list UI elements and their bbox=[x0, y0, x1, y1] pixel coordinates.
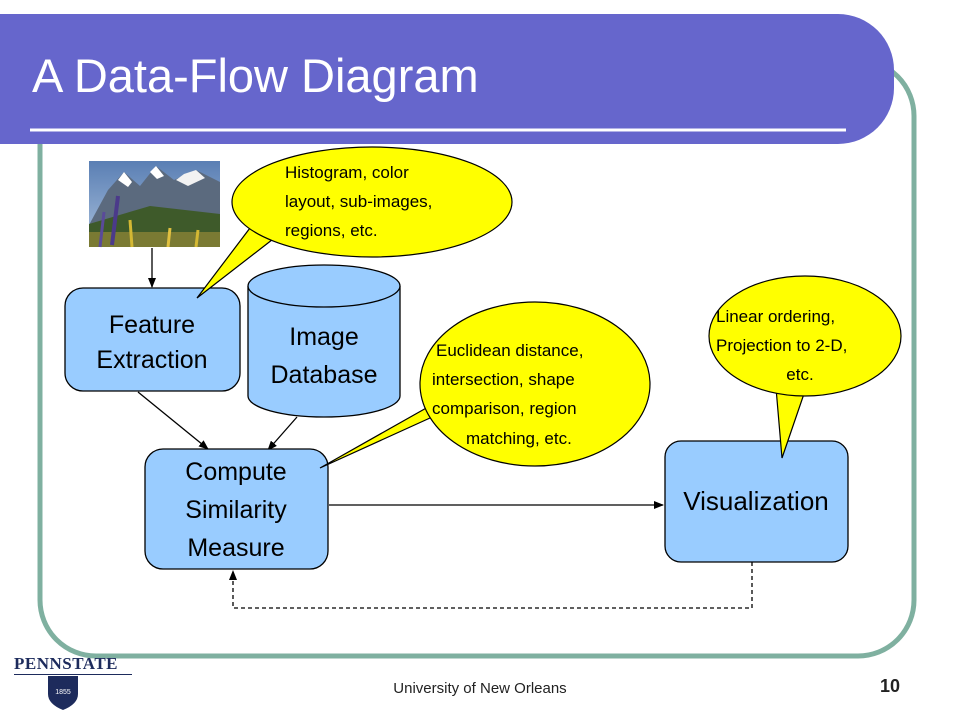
feature-extraction-label-1: Feature bbox=[109, 311, 195, 339]
svg-text:Projection to 2-D,: Projection to 2-D, bbox=[716, 336, 847, 355]
features-callout-line-2: layout, sub-images, bbox=[285, 192, 432, 211]
feedback-dashed-arrow bbox=[229, 562, 753, 609]
svg-text:Measure: Measure bbox=[187, 534, 284, 562]
features-callout-line-1: Histogram, color bbox=[285, 163, 409, 182]
svg-text:Euclidean distance,: Euclidean distance, bbox=[436, 341, 583, 360]
ordering-callout-line-2: Projection to 2-D, bbox=[716, 336, 847, 355]
svg-text:Histogram, color: Histogram, color bbox=[285, 163, 409, 182]
slide-title: A Data-Flow Diagram bbox=[32, 49, 479, 102]
ordering-callout: Linear ordering, Projection to 2-D, etc. bbox=[708, 275, 902, 459]
distance-callout-line-1: Euclidean distance, bbox=[436, 341, 583, 360]
feature-to-compute-arrow bbox=[137, 391, 209, 450]
image-database-label-2: Database bbox=[270, 361, 377, 389]
compute-label-2: Similarity bbox=[185, 496, 287, 524]
svg-text:Linear ordering,: Linear ordering, bbox=[716, 307, 835, 326]
distance-callout-line-2: intersection, shape bbox=[432, 370, 575, 389]
database-to-compute-arrow bbox=[267, 416, 298, 451]
footer-text: University of New Orleans bbox=[393, 680, 567, 697]
compute-label-3: Measure bbox=[187, 534, 284, 562]
image-database-label-1: Image bbox=[289, 323, 358, 351]
svg-text:matching, etc.: matching, etc. bbox=[466, 429, 572, 448]
svg-text:Feature: Feature bbox=[109, 311, 195, 339]
svg-text:Database: Database bbox=[270, 361, 377, 389]
svg-text:intersection, shape: intersection, shape bbox=[432, 370, 575, 389]
page-number: 10 bbox=[880, 676, 901, 696]
svg-text:Compute: Compute bbox=[185, 458, 286, 486]
svg-text:regions, etc.: regions, etc. bbox=[285, 221, 378, 240]
shield-year: 1855 bbox=[55, 689, 71, 696]
ordering-callout-line-1: Linear ordering, bbox=[716, 307, 835, 326]
pennstate-shield-icon: 1855 bbox=[48, 676, 78, 710]
svg-text:etc.: etc. bbox=[786, 365, 813, 384]
features-callout: Histogram, color layout, sub-images, reg… bbox=[196, 146, 513, 299]
distance-callout-line-3: comparison, region bbox=[432, 399, 577, 418]
svg-text:Extraction: Extraction bbox=[96, 346, 207, 374]
svg-text:layout, sub-images,: layout, sub-images, bbox=[285, 192, 432, 211]
visualization-box: Visualization bbox=[664, 440, 849, 563]
mountain-photo bbox=[89, 161, 220, 248]
compute-similarity-box: Compute Similarity Measure bbox=[144, 448, 329, 570]
features-callout-line-3: regions, etc. bbox=[285, 221, 378, 240]
svg-text:Visualization: Visualization bbox=[683, 486, 829, 516]
compute-label-1: Compute bbox=[185, 458, 286, 486]
ordering-callout-line-3: etc. bbox=[786, 365, 813, 384]
distance-callout: Euclidean distance, intersection, shape … bbox=[319, 301, 651, 469]
logo-underline bbox=[14, 674, 132, 675]
visualization-label: Visualization bbox=[683, 486, 829, 516]
image-database-cylinder: Image Database bbox=[247, 264, 401, 418]
title-bar: A Data-Flow Diagram bbox=[0, 14, 894, 144]
svg-text:Similarity: Similarity bbox=[185, 496, 287, 524]
svg-text:comparison, region: comparison, region bbox=[432, 399, 577, 418]
feature-extraction-label-2: Extraction bbox=[96, 346, 207, 374]
svg-text:Image: Image bbox=[289, 323, 358, 351]
distance-callout-line-4: matching, etc. bbox=[466, 429, 572, 448]
pennstate-logo: PENNSTATE bbox=[14, 654, 119, 673]
feature-extraction-box: Feature Extraction bbox=[64, 287, 241, 392]
